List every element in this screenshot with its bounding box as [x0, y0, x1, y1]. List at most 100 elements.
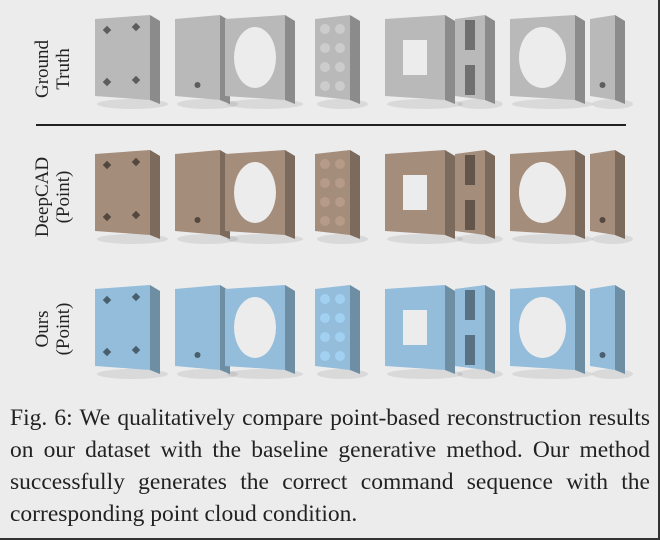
front-face	[590, 285, 615, 370]
hole	[102, 212, 112, 222]
render-h-block	[455, 150, 503, 244]
stud	[335, 81, 345, 91]
stud	[320, 216, 330, 226]
stud	[335, 24, 345, 34]
render-hexagon	[510, 150, 593, 244]
shadow	[457, 234, 503, 244]
render-frame	[385, 150, 463, 244]
shadow	[387, 99, 463, 109]
side-face	[150, 15, 160, 104]
shadow	[592, 99, 633, 109]
shadow	[457, 369, 503, 379]
hole	[194, 217, 201, 223]
stud	[335, 294, 345, 304]
side-face	[485, 15, 495, 104]
figure-renders	[95, 15, 633, 379]
shadow	[177, 99, 238, 109]
stud	[320, 178, 330, 188]
shadow	[97, 99, 168, 109]
stud	[320, 313, 330, 323]
slot	[465, 65, 475, 95]
stud	[335, 332, 345, 342]
stud	[335, 159, 345, 169]
row-divider	[36, 124, 626, 126]
opening	[519, 297, 566, 358]
shadow	[227, 369, 303, 379]
side-face	[150, 150, 160, 239]
stud	[320, 81, 330, 91]
hole	[131, 210, 141, 220]
side-face	[485, 285, 495, 374]
shadow	[177, 369, 238, 379]
front-face	[95, 150, 150, 235]
slot	[465, 20, 475, 50]
side-face	[285, 150, 295, 239]
shadow	[512, 369, 593, 379]
side-face	[485, 150, 495, 239]
opening	[519, 27, 566, 88]
label-line: (Point)	[53, 302, 74, 356]
label-line: Ours	[32, 310, 53, 348]
shadow	[317, 369, 368, 379]
label-line: DeepCAD	[32, 156, 53, 238]
front-face	[95, 285, 150, 370]
side-face	[445, 15, 455, 104]
front-face	[315, 150, 350, 235]
hole	[194, 82, 201, 88]
stud	[335, 313, 345, 323]
render-plate	[95, 285, 168, 379]
side-face	[615, 150, 625, 239]
render-ring	[225, 15, 303, 109]
side-face	[285, 285, 295, 374]
side-face	[575, 150, 585, 239]
opening	[519, 162, 566, 223]
render-frame	[385, 285, 463, 379]
shadow	[592, 369, 633, 379]
shadow	[387, 369, 463, 379]
opening	[403, 175, 427, 210]
stud	[320, 62, 330, 72]
row-label-ours: Ours (Point)	[32, 274, 74, 384]
side-face	[285, 15, 295, 104]
render-hook	[590, 15, 633, 109]
stud	[335, 216, 345, 226]
side-face	[350, 150, 360, 239]
hole	[102, 347, 112, 357]
shadow	[387, 234, 463, 244]
stud	[320, 43, 330, 53]
shadow	[317, 234, 368, 244]
render-brick	[315, 150, 368, 244]
front-face	[175, 285, 220, 370]
opening	[234, 27, 276, 88]
hole	[599, 217, 606, 223]
render-hexagon	[510, 15, 593, 109]
row-label-ground-truth: Ground Truth	[32, 14, 74, 124]
side-face	[350, 285, 360, 374]
stud	[335, 43, 345, 53]
hole	[131, 292, 141, 302]
front-face	[95, 15, 150, 100]
side-face	[615, 285, 625, 374]
render-ring	[225, 150, 303, 244]
render-ring	[225, 285, 303, 379]
shadow	[227, 234, 303, 244]
side-face	[150, 285, 160, 374]
hole	[131, 345, 141, 355]
shadow	[317, 99, 368, 109]
shadow	[97, 234, 168, 244]
stud	[320, 197, 330, 207]
stud	[335, 178, 345, 188]
stud	[335, 351, 345, 361]
stud	[320, 351, 330, 361]
stud	[320, 294, 330, 304]
hole	[102, 160, 112, 170]
front-face	[455, 285, 485, 370]
hole	[102, 77, 112, 87]
hole	[102, 295, 112, 305]
hole	[131, 157, 141, 167]
render-plate	[95, 150, 168, 244]
slot	[465, 335, 475, 365]
front-face	[175, 150, 220, 235]
shadow	[177, 234, 238, 244]
row-label-deepcad: DeepCAD (Point)	[32, 142, 74, 252]
